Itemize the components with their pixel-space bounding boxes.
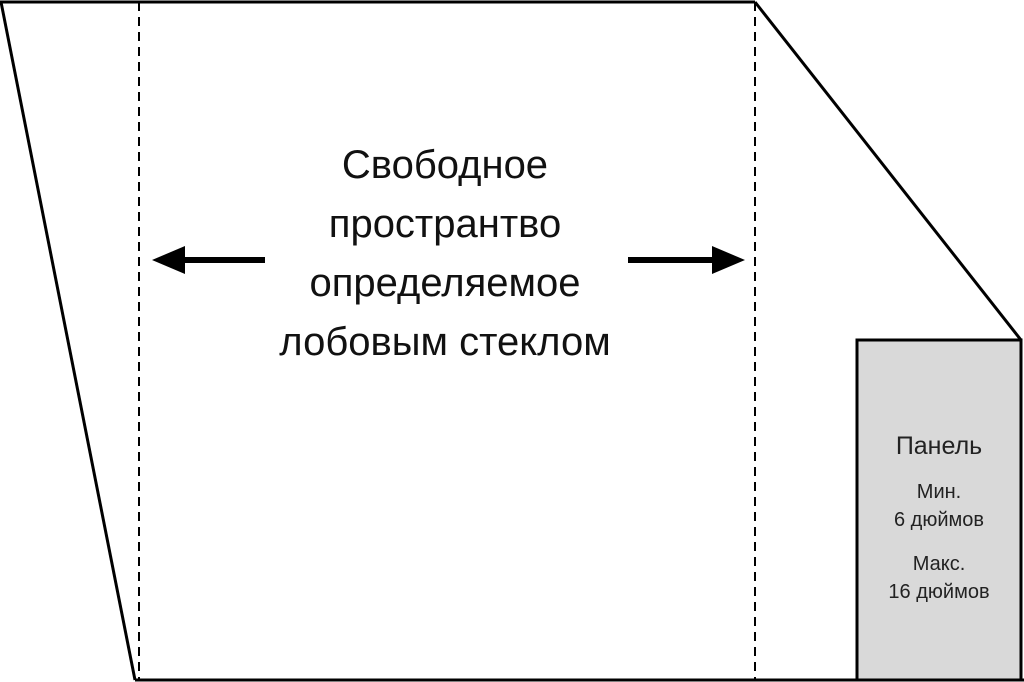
arrow-right-icon [628,246,745,274]
panel-max-value: 16 дюймов [888,581,990,603]
panel-min: Мин. 6 дюймов [858,478,1020,534]
label-line: пространтво [328,202,562,246]
panel-box [855,338,1023,682]
windshield-right-edge [753,1,1023,341]
panel-max-label: Макс. [912,553,966,575]
label-line: определяемое [309,261,581,305]
panel-min-label: Мин. [916,481,962,503]
panel-max: Макс. 16 дюймов [858,550,1020,606]
windshield-left-edge [0,1,137,681]
free-space-label: Свободное пространтво определяемое лобов… [195,136,695,372]
label-line: Свободное [341,143,549,187]
panel-min-value: 6 дюймов [893,509,985,531]
panel-title: Панель [895,432,983,460]
arrow-left-icon [152,246,265,274]
label-line: лобовым стеклом [279,320,611,364]
